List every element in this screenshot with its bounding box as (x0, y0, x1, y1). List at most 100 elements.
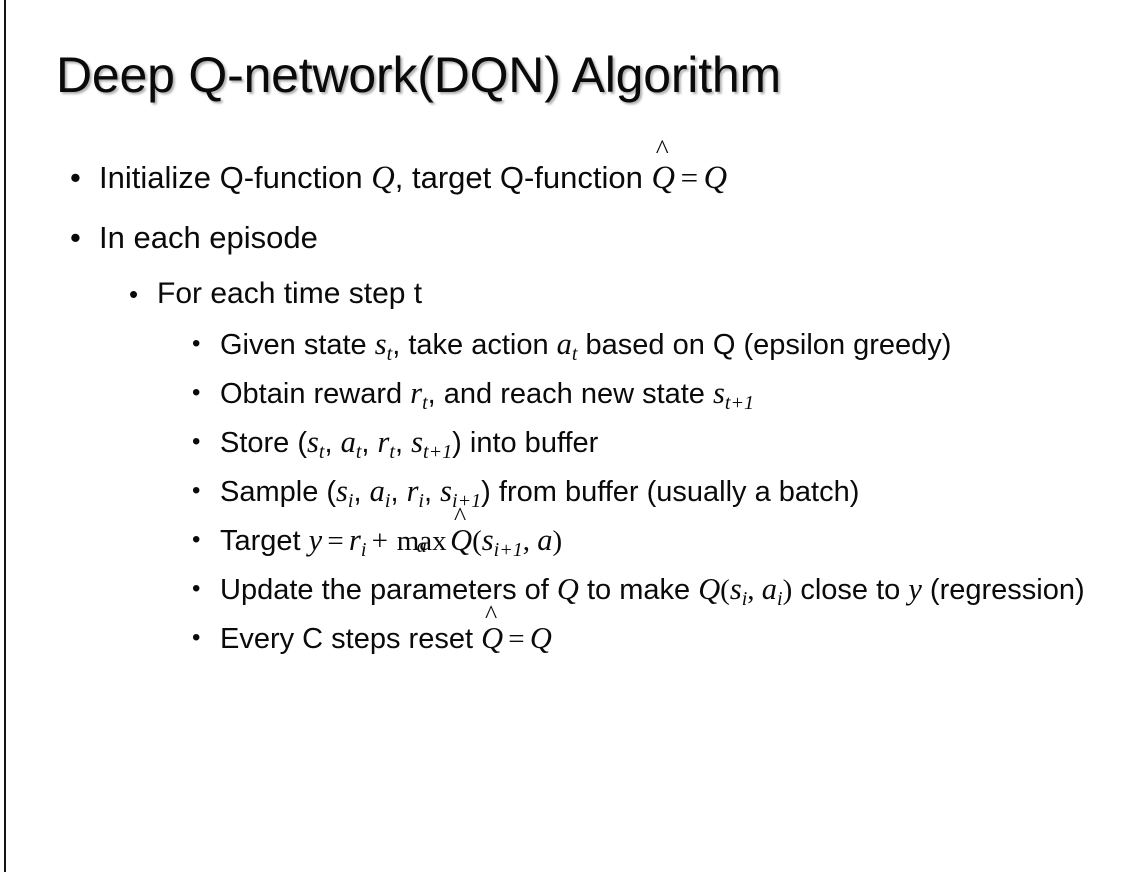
math-sample-a-base: a (369, 474, 385, 508)
text-store-pre: Store ( (220, 427, 308, 459)
list-item-text: Store (st, at, rt, st+1) into buffer (220, 418, 1104, 467)
math-action-a-subscript: t (571, 343, 578, 366)
text-sample-post: ) from buffer (usually a batch) (481, 476, 860, 508)
hat-accent-icon: ^ (655, 133, 669, 165)
math-target-plus: + (371, 525, 389, 557)
text-store-comma-3: , (395, 427, 412, 459)
math-reset-q: Q (529, 621, 552, 655)
math-target-q-hat: ^Q (450, 504, 473, 564)
text-update-tail: (regression) (921, 574, 1085, 606)
math-target-s: si+1 (482, 523, 523, 560)
text-sample-pre: Sample ( (220, 476, 337, 508)
page-title: Deep Q-network(DQN) Algorithm (56, 47, 781, 103)
math-update-a: ai (761, 572, 783, 609)
math-reset-q-hat-base: Q (481, 621, 504, 655)
math-q-target: Q (703, 160, 728, 196)
math-target-r-base: r (348, 523, 361, 557)
math-target-y: y (308, 523, 323, 557)
text-sample-comma-1: , (353, 476, 370, 508)
math-target-a: a (537, 523, 553, 557)
math-target-equals: = (327, 525, 344, 557)
math-state-s-subscript: t (386, 343, 393, 366)
text-sample-comma-3: , (424, 476, 441, 508)
bullet-marker-icon: • (192, 575, 201, 602)
math-sample-a: ai (369, 474, 391, 511)
hat-accent-icon: ^ (454, 502, 467, 532)
list-item-text: For each time step t (157, 277, 423, 310)
list-item-initialize: • Initialize Q-function Q, target Q-func… (0, 135, 1124, 208)
math-update-y: y (908, 572, 922, 606)
bullet-marker-icon: • (192, 477, 201, 504)
math-store-r: rt (377, 425, 395, 462)
math-target-q-hat-base: Q (450, 523, 473, 557)
math-store-s-next-base: s (411, 425, 423, 459)
text-given-pre: Given state (220, 329, 375, 361)
list-item-text: Initialize Q-function Q, target Q-functi… (99, 135, 1124, 208)
math-sample-s: si (336, 474, 353, 511)
text-store-comma-1: , (324, 427, 341, 459)
bullet-marker-icon: • (70, 160, 81, 195)
text-given-mid: , take action (392, 329, 557, 361)
math-next-state-s: st+1 (713, 376, 754, 413)
hat-accent-icon: ^ (485, 600, 498, 630)
math-target-r: ri (348, 523, 366, 560)
text-store-comma-2: , (361, 427, 378, 459)
bullet-marker-icon: • (129, 279, 139, 309)
text-update-mid: to make (578, 574, 699, 606)
list-item-update-parameters: • Update the parameters of Q to make Q(s… (0, 565, 1124, 614)
math-target-close-paren: ) (552, 525, 563, 557)
math-sample-s-next: si+1 (440, 474, 481, 511)
math-update-comma: , (747, 574, 762, 606)
math-target-open-paren: ( (472, 525, 482, 557)
math-reset-q-hat: ^Q (481, 602, 504, 662)
math-sample-r-subscript: i (418, 490, 425, 513)
math-action-a-base: a (556, 327, 572, 361)
math-next-state-s-subscript: t+1 (724, 392, 755, 415)
math-reward-r-subscript: t (422, 392, 428, 415)
math-q-function: Q (371, 160, 395, 196)
math-store-r-base: r (377, 425, 390, 459)
text-initialize-pre: Initialize Q-function (99, 160, 372, 195)
text-initialize-mid: , target Q-function (394, 160, 652, 195)
math-store-s-base: s (307, 425, 319, 459)
math-sample-a-subscript: i (384, 490, 391, 513)
math-max-index: a (416, 534, 427, 557)
bullet-marker-icon: • (192, 624, 201, 651)
math-state-s: st (374, 327, 392, 364)
math-q-hat: ^Q (651, 135, 675, 208)
math-store-s: st (307, 425, 324, 462)
math-state-s-base: s (374, 327, 387, 361)
list-item-given-state: • Given state st, take action at based o… (0, 320, 1124, 369)
math-update-a-subscript: i (777, 588, 783, 611)
math-store-a-base: a (340, 425, 356, 459)
text-obtain-pre: Obtain reward (220, 378, 411, 410)
text-target-pre: Target (220, 525, 309, 557)
math-update-s-subscript: i (741, 588, 748, 611)
list-item-text: Sample (si, ai, ri, si+1) from buffer (u… (220, 467, 1104, 516)
math-q-hat-base: Q (651, 160, 675, 196)
math-next-state-s-base: s (713, 376, 725, 410)
math-store-s-subscript: t (318, 441, 325, 464)
math-reset-equals: = (508, 623, 525, 655)
math-update-s: si (730, 572, 747, 609)
math-store-a-subscript: t (355, 441, 362, 464)
text-given-post: based on Q (epsilon greedy) (577, 329, 952, 361)
list-item-in-each-episode: • In each episode (0, 208, 1124, 268)
list-item-text: Update the parameters of Q to make Q(si,… (220, 565, 1104, 614)
math-update-q1: Q (556, 572, 579, 606)
list-item-text: Every C steps reset ^Q=Q (220, 602, 1104, 663)
math-update-a-base: a (761, 572, 778, 606)
left-edge-rule (4, 0, 6, 872)
math-max-label: max (396, 525, 447, 557)
text-reset-pre: Every C steps reset (220, 623, 482, 655)
list-item-text: Obtain reward rt, and reach new state st… (220, 369, 1104, 418)
math-action-a: at (556, 327, 578, 364)
list-item-text: In each episode (99, 220, 318, 255)
text-store-post: ) into buffer (452, 427, 599, 459)
bullet-marker-icon: • (192, 379, 201, 406)
math-equals: = (680, 160, 699, 195)
math-target-r-subscript: i (360, 539, 367, 562)
